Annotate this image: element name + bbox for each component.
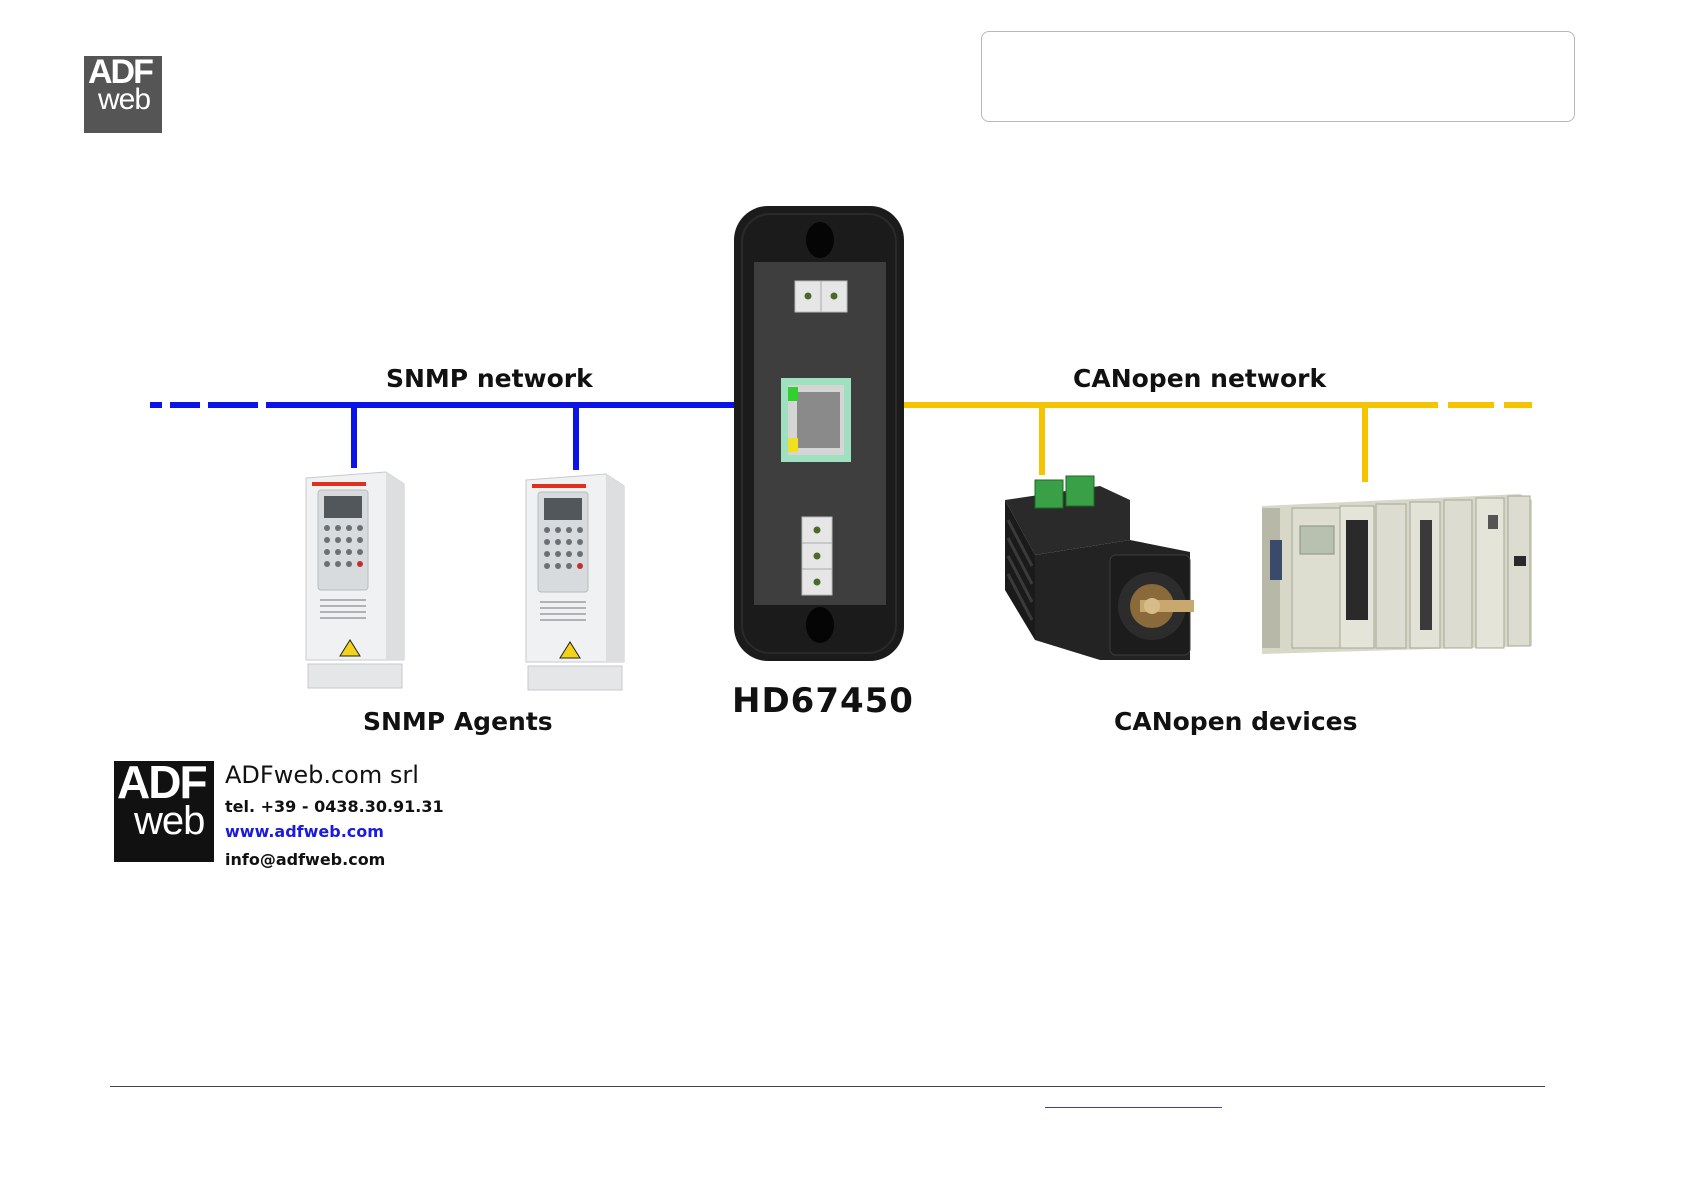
canopen-bus-line xyxy=(904,405,1532,482)
contact-logo: ADF web xyxy=(114,761,214,862)
snmp-agents-label: SNMP Agents xyxy=(363,707,553,736)
ethernet-port xyxy=(781,378,851,462)
power-connector xyxy=(795,281,847,312)
contact-logo-top: ADF xyxy=(114,761,214,802)
canopen-network-label: CANopen network xyxy=(1073,364,1326,393)
link-led-green xyxy=(788,387,798,401)
company-email: info@adfweb.com xyxy=(225,850,385,869)
snmp-agent-drive-1 xyxy=(306,472,404,688)
canopen-devices-label: CANopen devices xyxy=(1114,707,1358,736)
snmp-agent-drive-2 xyxy=(526,474,624,690)
snmp-network-label: SNMP network xyxy=(386,364,593,393)
canopen-plc-rack xyxy=(1262,494,1532,654)
canopen-servo-motor xyxy=(1005,476,1194,660)
mount-hole-bottom xyxy=(806,607,834,643)
company-website-link[interactable]: www.adfweb.com xyxy=(225,822,384,841)
mount-hole-top xyxy=(806,222,834,258)
snmp-bus-line xyxy=(150,405,736,470)
can-connector xyxy=(802,517,832,595)
gateway-device xyxy=(734,206,904,661)
company-name: ADFweb.com srl xyxy=(225,761,419,789)
company-phone: tel. +39 - 0438.30.91.31 xyxy=(225,797,444,816)
footer-divider xyxy=(110,1086,1545,1087)
gateway-label: HD67450 xyxy=(732,681,914,721)
activity-led-yellow xyxy=(788,438,798,452)
footer-link-underline[interactable] xyxy=(1045,1107,1222,1108)
